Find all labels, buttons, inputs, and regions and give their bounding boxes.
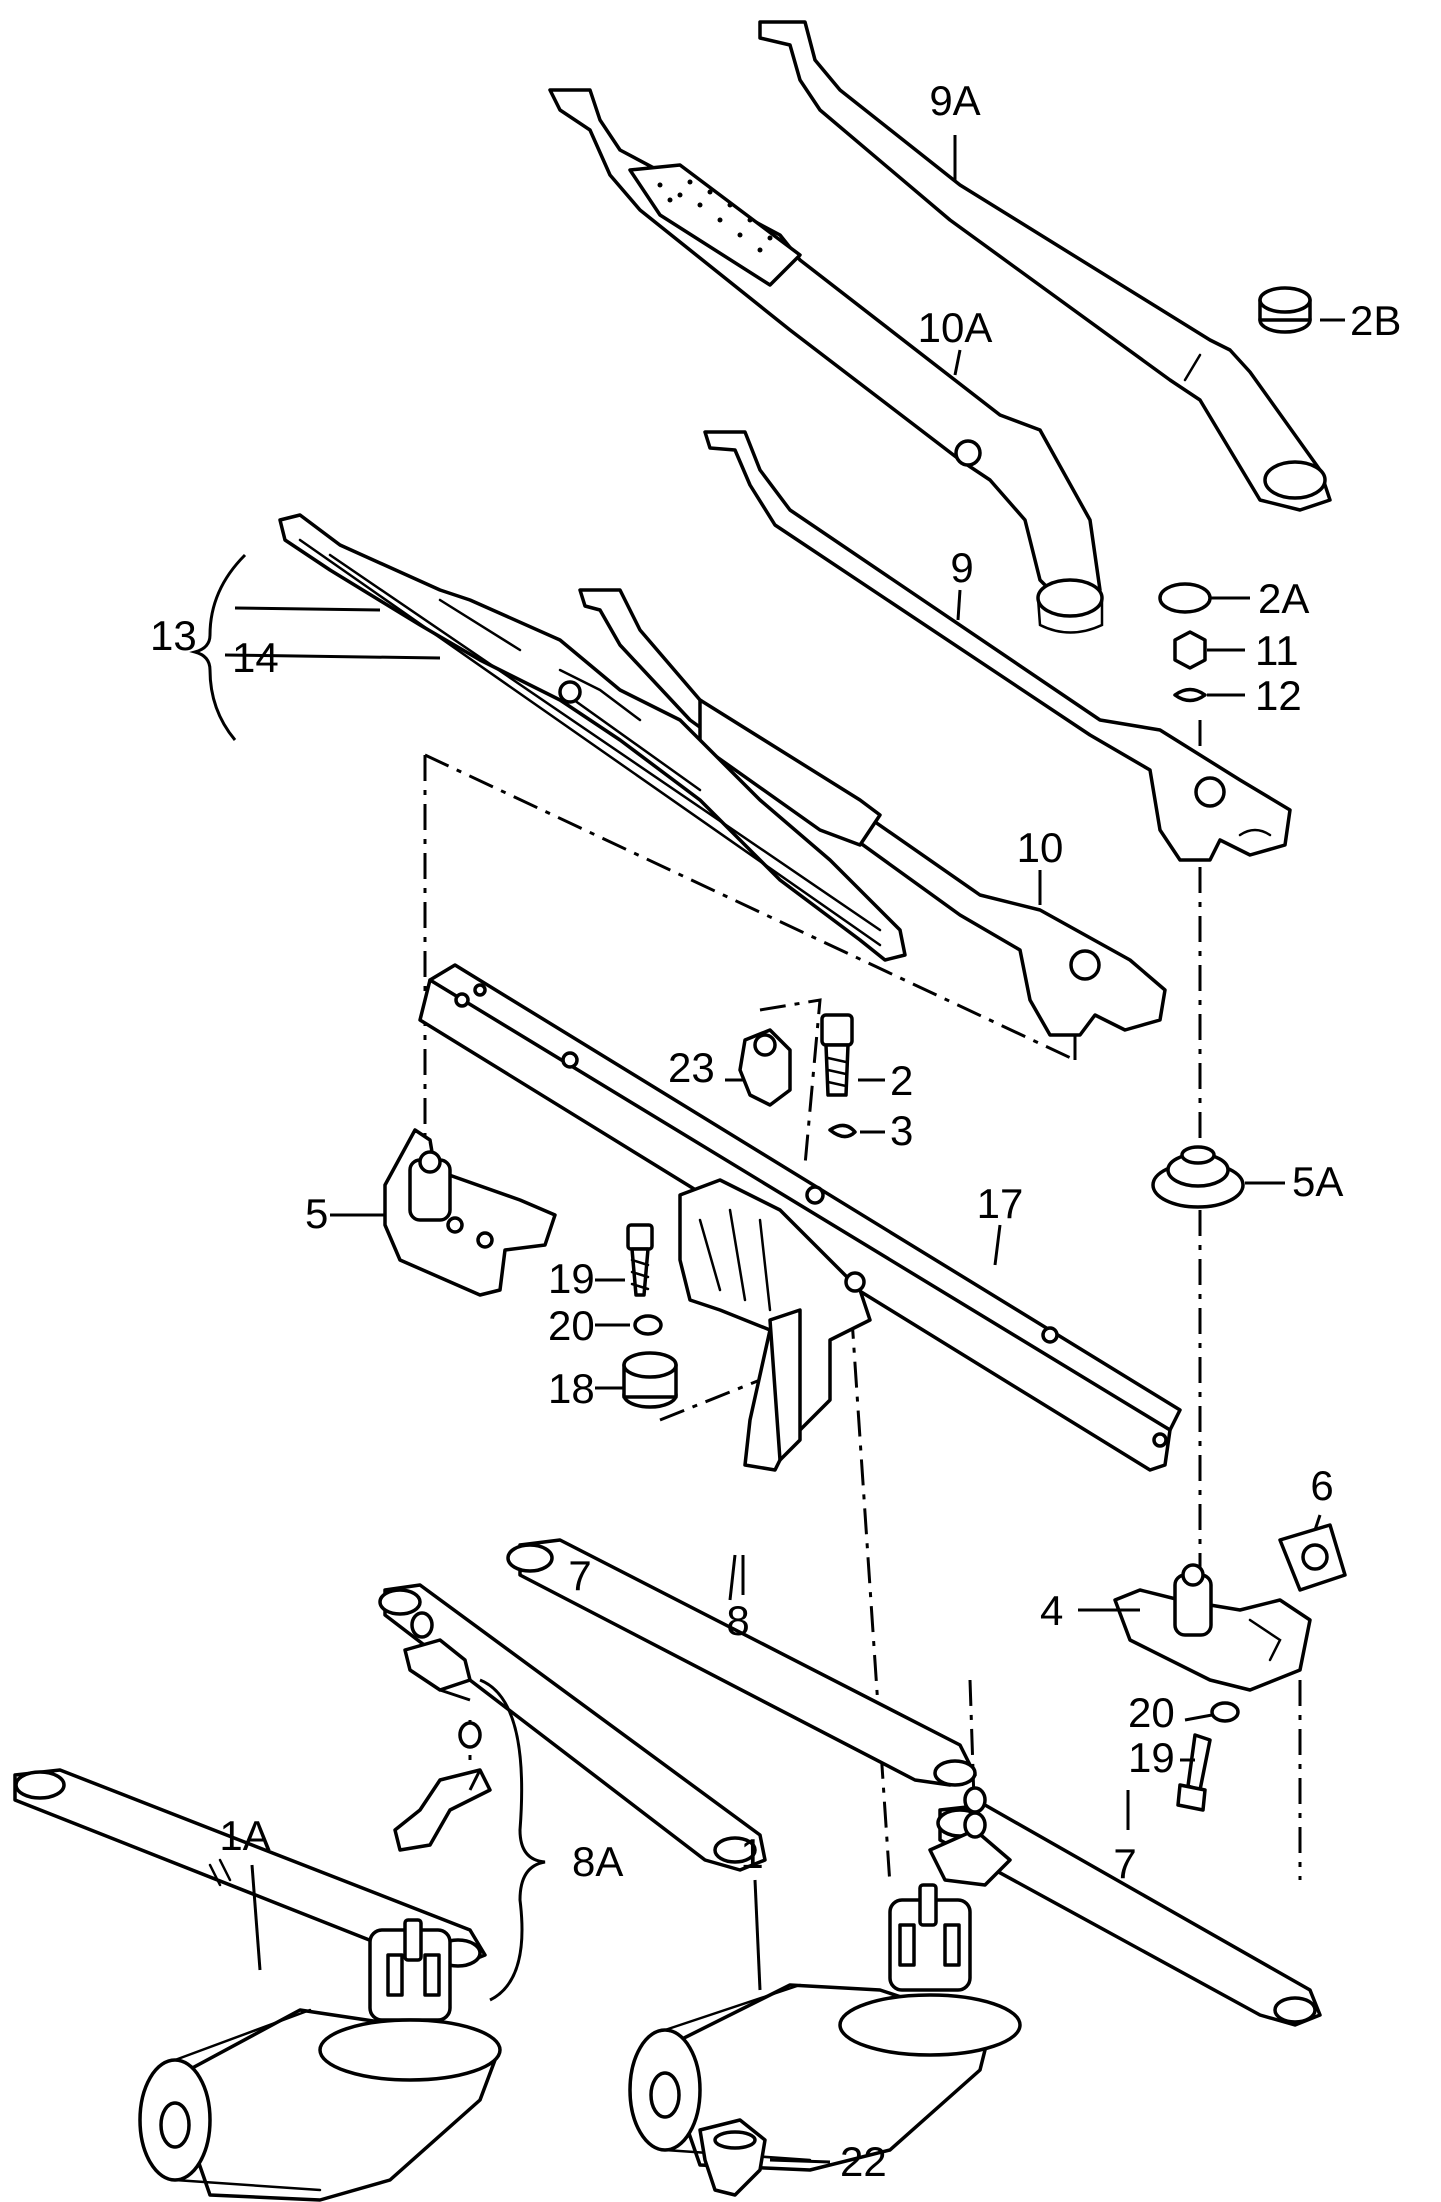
label-17: 17 <box>977 1180 1024 1227</box>
wiper-blade-13 <box>278 513 907 962</box>
label-5a: 5A <box>1292 1158 1343 1205</box>
brace-8a <box>439 1678 546 2002</box>
linkage-rod-8 <box>506 1538 977 1787</box>
bolt-2 <box>820 1013 854 1097</box>
cap-2a <box>1158 582 1212 614</box>
wiper-motor-1 <box>628 1883 1022 2172</box>
grommet-18 <box>622 1351 678 1409</box>
wiper-arm-10 <box>578 588 1167 1037</box>
cap-2b <box>1258 286 1312 334</box>
brace-13 <box>189 553 247 741</box>
grommet-5a <box>1151 1145 1245 1209</box>
label-5: 5 <box>305 1190 328 1237</box>
label-6: 6 <box>1310 1462 1333 1509</box>
label-7-center: 7 <box>568 1552 591 1599</box>
washer-20-upper <box>633 1314 663 1336</box>
nut-11 <box>1173 630 1207 670</box>
label-14: 14 <box>232 634 279 681</box>
screw-19-lower <box>1176 1733 1212 1812</box>
label-18: 18 <box>548 1365 595 1412</box>
label-9: 9 <box>950 544 973 591</box>
label-19-lower: 19 <box>1128 1734 1175 1781</box>
grommet-22 <box>698 2118 767 2197</box>
spring-washer-12 <box>1173 687 1207 703</box>
label-22: 22 <box>840 2138 887 2185</box>
label-20-lower: 20 <box>1128 1689 1175 1736</box>
mounting-bracket <box>678 1178 872 1472</box>
label-2b: 2B <box>1350 297 1401 344</box>
label-2a: 2A <box>1258 575 1309 622</box>
grommet-6 <box>1278 1523 1347 1592</box>
part-labels: 9A 10A 2B 9 2A 11 12 13 14 10 23 2 3 5A … <box>150 77 1401 2185</box>
label-10a: 10A <box>918 304 993 351</box>
clip-23 <box>738 1028 792 1107</box>
wiper-arm-9 <box>703 430 1292 862</box>
wiper-motor-1a <box>138 1918 502 2202</box>
label-2: 2 <box>890 1057 913 1104</box>
label-20-upper: 20 <box>548 1302 595 1349</box>
label-12: 12 <box>1255 672 1302 719</box>
screw-19-upper <box>626 1223 654 1297</box>
leader-lines <box>224 135 1345 2164</box>
label-9a: 9A <box>929 77 980 124</box>
washer-20-lower <box>1210 1701 1240 1723</box>
spoiler-texture <box>657 179 773 253</box>
label-3: 3 <box>890 1107 913 1154</box>
label-13: 13 <box>150 612 197 659</box>
crank-bracket-8a <box>393 1611 492 1852</box>
label-11: 11 <box>1255 627 1299 674</box>
label-23: 23 <box>668 1044 715 1091</box>
label-19-upper: 19 <box>548 1255 595 1302</box>
linkage-rod-7-right <box>936 1803 1322 2027</box>
spring-washer-3 <box>828 1123 857 1139</box>
wiper-arm-9a <box>758 20 1332 512</box>
label-8a: 8A <box>572 1838 623 1885</box>
label-10: 10 <box>1017 824 1064 871</box>
crank-right-motor <box>928 1786 1012 1887</box>
pivot-bracket-5 <box>383 1128 557 1297</box>
label-4: 4 <box>1040 1587 1063 1634</box>
label-8: 8 <box>726 1597 749 1644</box>
label-1a: 1A <box>219 1812 270 1859</box>
label-1: 1 <box>740 1830 763 1877</box>
label-7-right: 7 <box>1113 1840 1136 1887</box>
pivot-bracket-4 <box>1113 1563 1312 1692</box>
wiper-arm-10a <box>548 88 1104 634</box>
